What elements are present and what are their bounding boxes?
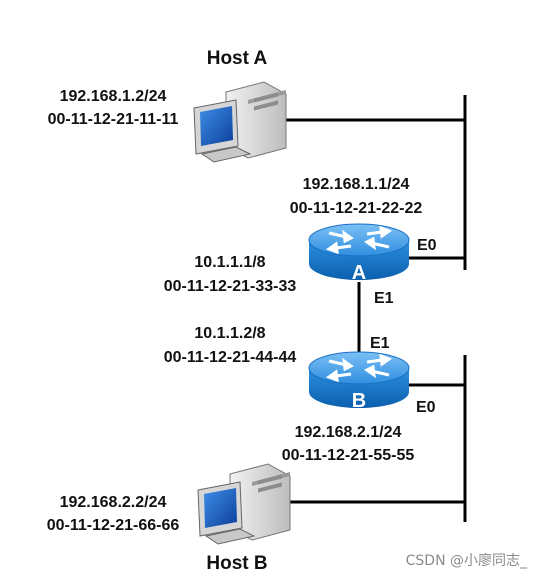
router-b-e0-port: E0 [416,399,436,416]
host-b-name: Host B [206,553,267,574]
host-b-computer-icon [197,463,291,545]
host-b-ip: 192.168.2.2/24 [60,494,167,511]
host-a-computer-icon [193,81,287,163]
router-a-e1-mac: 00-11-12-21-33-33 [164,278,297,295]
watermark: CSDN @小廖同志_ [406,552,528,569]
cables [283,95,467,522]
router-a-e1-port: E1 [374,290,394,307]
router-b-letter: B [352,390,366,412]
router-b-e1-ip: 10.1.1.2/8 [194,325,265,342]
router-b-e0-ip: 192.168.2.1/24 [295,424,402,441]
router-b-icon [308,351,410,408]
router-a-icon [308,223,410,280]
router-b-e1-mac: 00-11-12-21-44-44 [164,349,297,366]
router-a-e0-mac: 00-11-12-21-22-22 [290,200,423,217]
router-b-e0-mac: 00-11-12-21-55-55 [282,447,415,464]
router-a-e0-ip: 192.168.1.1/24 [303,176,410,193]
host-a-mac: 00-11-12-21-11-11 [48,111,179,128]
host-b-mac: 00-11-12-21-66-66 [47,517,180,534]
router-b-e1-port: E1 [370,335,390,352]
host-a-ip: 192.168.1.2/24 [60,88,167,105]
host-a-name: Host A [207,48,268,69]
router-a-letter: A [352,262,366,284]
router-a-e1-ip: 10.1.1.1/8 [194,254,265,271]
router-a-e0-port: E0 [417,237,437,254]
